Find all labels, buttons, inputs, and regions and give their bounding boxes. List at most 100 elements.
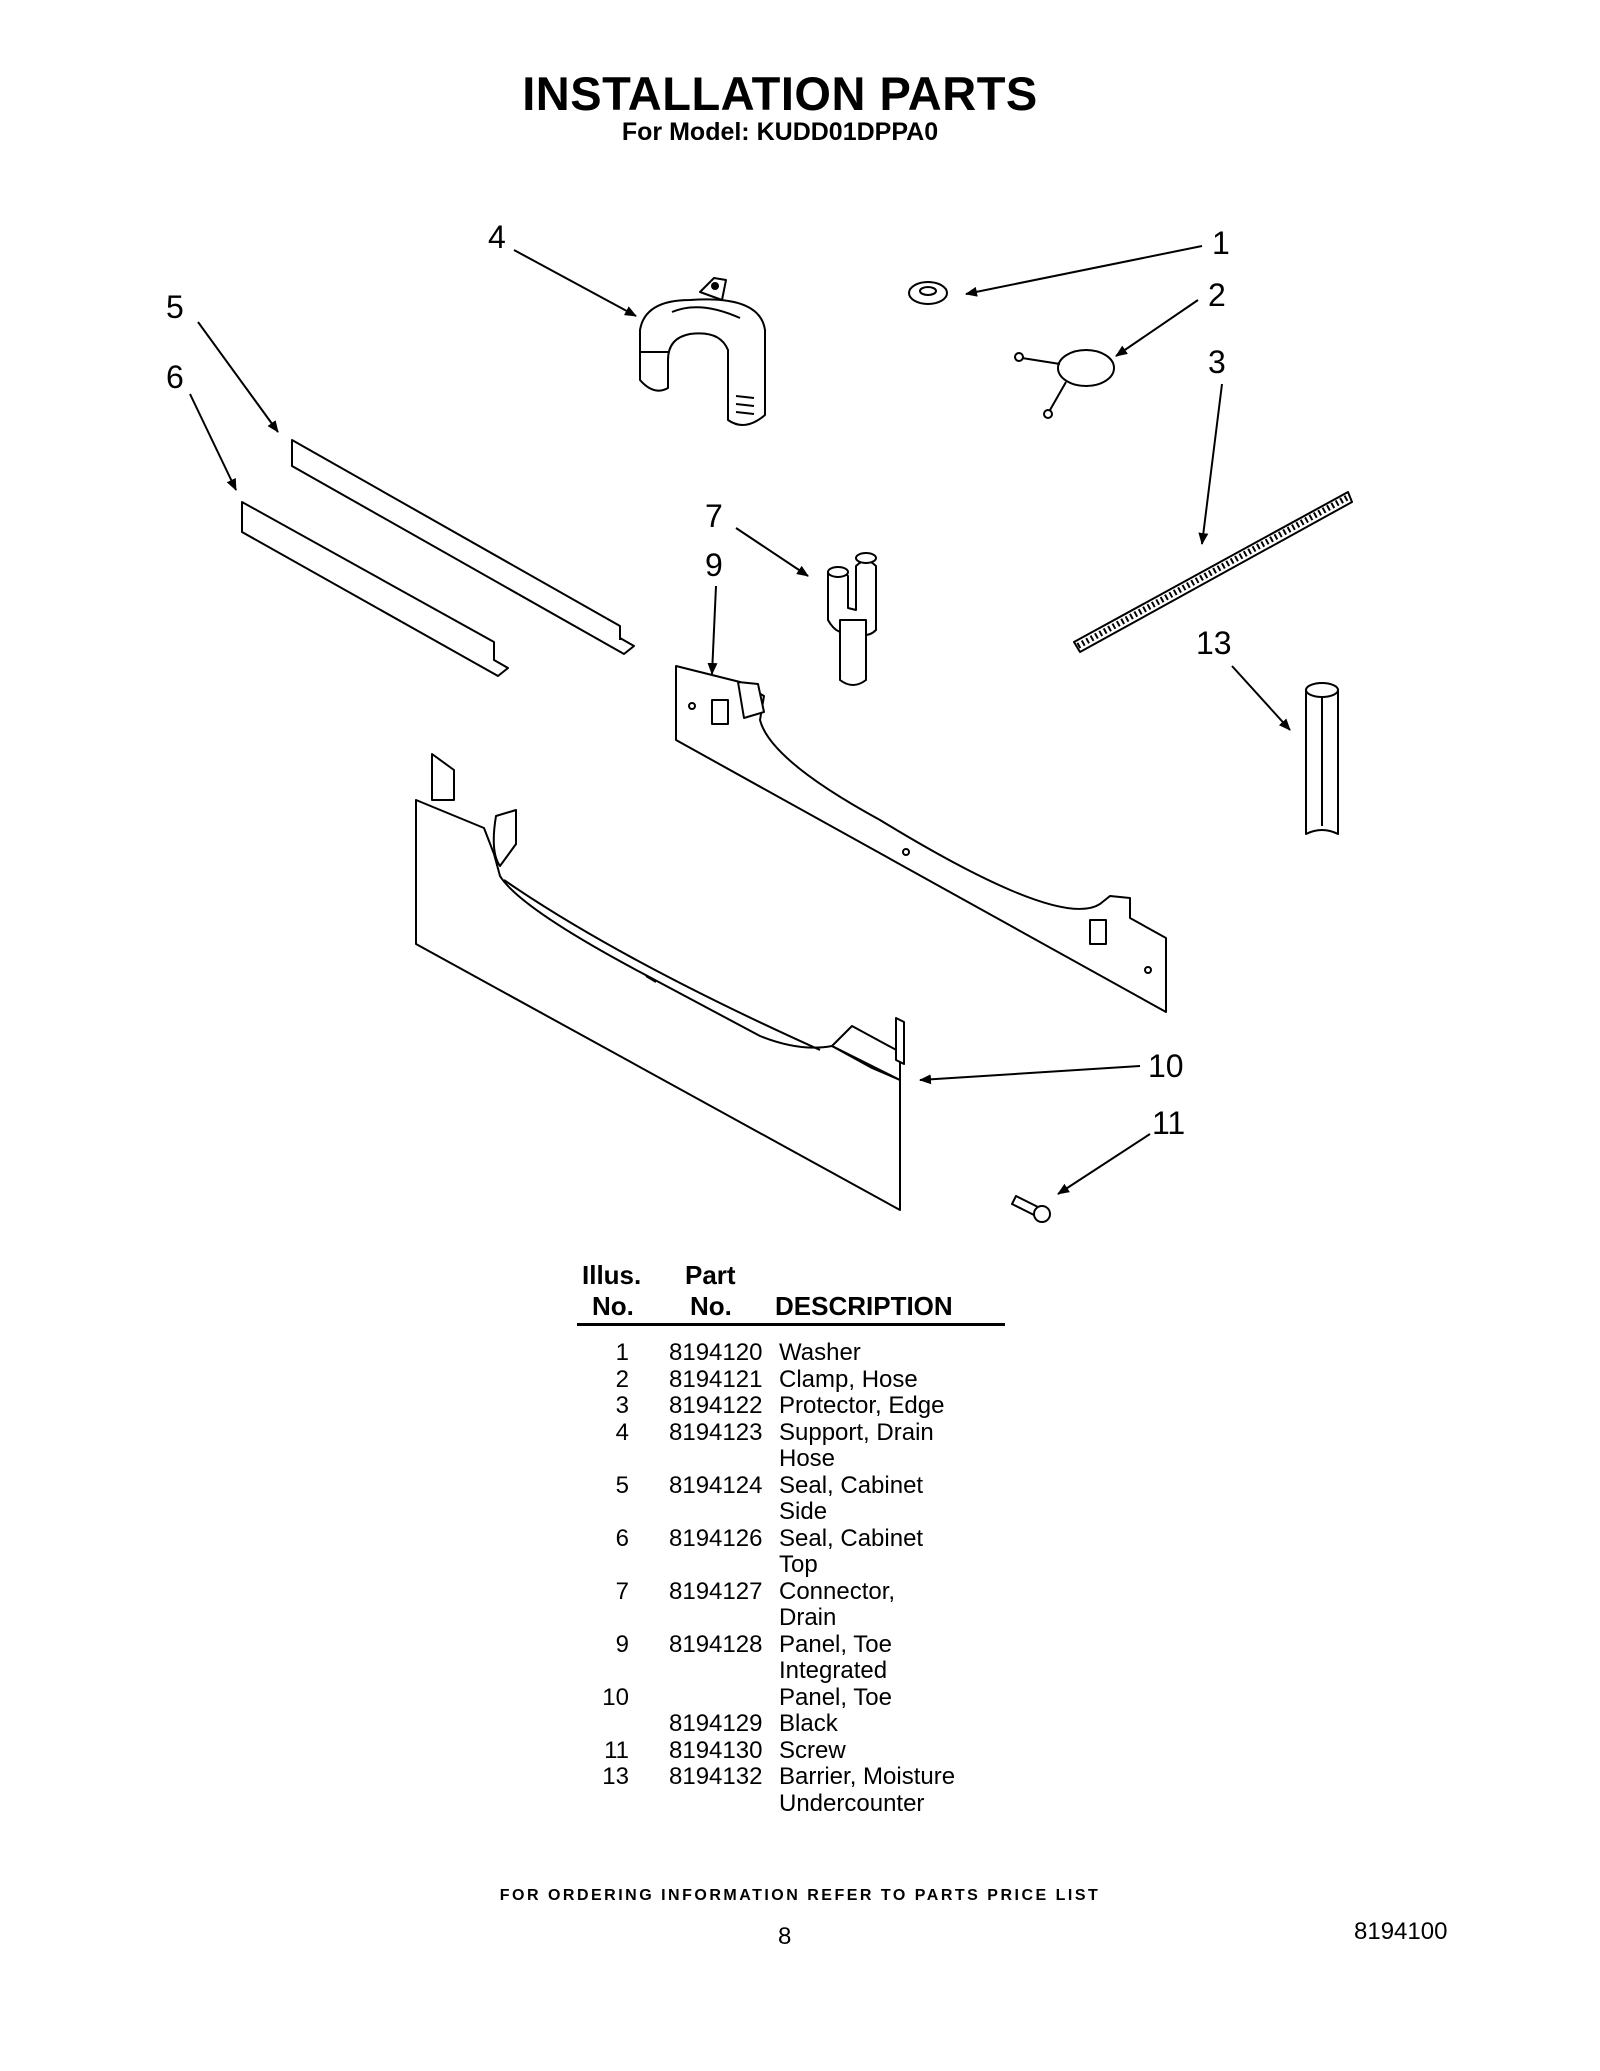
leader-arrow-1 [965, 245, 1203, 297]
page-title: INSTALLATION PARTS [522, 67, 1038, 120]
table-row: 9 8194128 Panel, Toe [577, 1630, 1017, 1659]
part-description: Support, Drain [779, 1418, 934, 1446]
table-row: 7 8194127 Connector, [577, 1577, 1017, 1606]
part-number: 8194129 [669, 1710, 763, 1737]
cabinet-side-seal-illustration [291, 439, 635, 655]
part-description: Hose [779, 1445, 836, 1472]
illus-number: 7 [615, 1577, 629, 1605]
cabinet-top-seal-illustration [241, 501, 509, 677]
leader-arrow-10 [919, 1065, 1141, 1085]
part-description: Seal, Cabinet [779, 1524, 924, 1552]
callout-13: 13 [1196, 625, 1232, 661]
part-description: Top [779, 1551, 818, 1578]
callout-9: 9 [705, 547, 723, 583]
screw-illustration [1011, 1195, 1051, 1223]
illus-number: 5 [615, 1471, 629, 1499]
table-row: 8194129 Black [577, 1710, 1017, 1738]
callout-10: 10 [1148, 1048, 1184, 1084]
part-number: 8194132 [669, 1763, 763, 1790]
table-row: Drain [577, 1604, 1017, 1632]
integrated-toe-panel-illustration [675, 665, 1167, 1013]
part-number: 8194121 [669, 1365, 763, 1393]
table-row: 13 8194132 Barrier, Moisture [577, 1763, 1017, 1791]
table-row: 4 8194123 Support, Drain [577, 1418, 1017, 1447]
header-illus-line2: No. [592, 1291, 634, 1321]
table-row: 3 8194122 Protector, Edge [577, 1392, 1017, 1420]
table-row: Integrated [577, 1657, 1017, 1685]
leader-arrow-5 [197, 321, 279, 433]
part-description: Black [779, 1710, 838, 1737]
part-number: 8194123 [669, 1418, 763, 1446]
callout-3: 3 [1208, 344, 1226, 380]
table-row: Side [577, 1498, 1017, 1526]
part-description: Panel, Toe [779, 1630, 892, 1658]
black-toe-panel-illustration [415, 753, 905, 1211]
parts-diagram: 4 1 2 3 5 6 7 9 13 10 11 [166, 219, 1353, 1223]
callout-11: 11 [1152, 1105, 1185, 1141]
table-header-rule [577, 1323, 1005, 1326]
leader-arrow-11 [1057, 1133, 1151, 1195]
callout-1: 1 [1212, 225, 1230, 261]
table-row: 11 8194130 Screw [577, 1736, 1017, 1765]
part-description: Clamp, Hose [779, 1365, 918, 1393]
part-number: 8194127 [669, 1577, 763, 1605]
part-description: Barrier, Moisture [779, 1763, 956, 1790]
table-row: Undercounter [577, 1789, 1017, 1818]
illus-number: 13 [602, 1763, 629, 1790]
hose-clamp-illustration [1014, 349, 1115, 419]
part-number: 8194126 [669, 1524, 763, 1552]
illus-number: 10 [602, 1683, 629, 1711]
table-row: 2 8194121 Clamp, Hose [577, 1365, 1017, 1394]
header-description: DESCRIPTION [775, 1291, 953, 1321]
leader-arrow-7 [735, 527, 809, 577]
callout-5: 5 [166, 289, 184, 325]
part-description: Drain [779, 1604, 837, 1631]
illus-number: 1 [615, 1339, 629, 1366]
part-description: Connector, [779, 1577, 896, 1605]
leader-arrow-6 [189, 393, 237, 491]
part-description: Screw [779, 1736, 846, 1764]
table-row: 6 8194126 Seal, Cabinet [577, 1524, 1017, 1553]
header-part-line1: Part [685, 1260, 736, 1290]
illus-number: 2 [615, 1365, 629, 1393]
header-part-line2: No. [690, 1291, 732, 1321]
part-number: 8194130 [669, 1736, 763, 1764]
callout-6: 6 [166, 359, 184, 395]
edge-protector-illustration [1073, 491, 1353, 653]
illus-number: 6 [615, 1524, 629, 1552]
header-illus-line1: Illus. [582, 1260, 642, 1290]
illus-number: 11 [604, 1736, 629, 1764]
illus-number: 9 [615, 1630, 629, 1658]
part-description: Protector, Edge [779, 1392, 945, 1419]
document-number: 8194100 [1354, 1918, 1448, 1945]
table-rows: 1 8194120 Washer 2 8194121 Clamp, Hose 3 819412… [577, 1339, 1017, 1818]
leader-arrow-2 [1115, 299, 1199, 357]
callout-7: 7 [705, 498, 723, 534]
callout-4: 4 [488, 219, 506, 255]
leader-arrow-13 [1231, 665, 1291, 731]
part-description: Side [779, 1498, 828, 1525]
part-number: 8194128 [669, 1630, 763, 1658]
part-description: Integrated [779, 1657, 888, 1684]
callout-2: 2 [1208, 277, 1226, 313]
model-subtitle: For Model: KUDD01DPPA0 [621, 118, 939, 146]
part-description: Washer [779, 1339, 861, 1366]
part-number: 8194124 [669, 1471, 763, 1499]
leader-arrow-9 [707, 585, 718, 675]
table-row: 10 Panel, Toe [577, 1683, 1017, 1712]
illus-number: 3 [615, 1392, 629, 1419]
table-row: 1 8194120 Washer [577, 1339, 1017, 1367]
illus-number: 4 [615, 1418, 629, 1446]
part-description: Panel, Toe [779, 1683, 892, 1711]
drain-connector-illustration [827, 552, 877, 686]
part-number: 8194120 [669, 1339, 763, 1366]
drain-hose-support-illustration [639, 277, 766, 426]
moisture-barrier-illustration [1305, 682, 1339, 835]
ordering-note: FOR ORDERING INFORMATION REFER TO PARTS … [499, 1887, 1101, 1904]
washer-illustration [908, 281, 948, 305]
page-number: 8 [778, 1923, 792, 1950]
table-row: Hose [577, 1445, 1017, 1473]
part-description: Undercounter [779, 1789, 925, 1817]
part-number: 8194122 [669, 1392, 763, 1419]
